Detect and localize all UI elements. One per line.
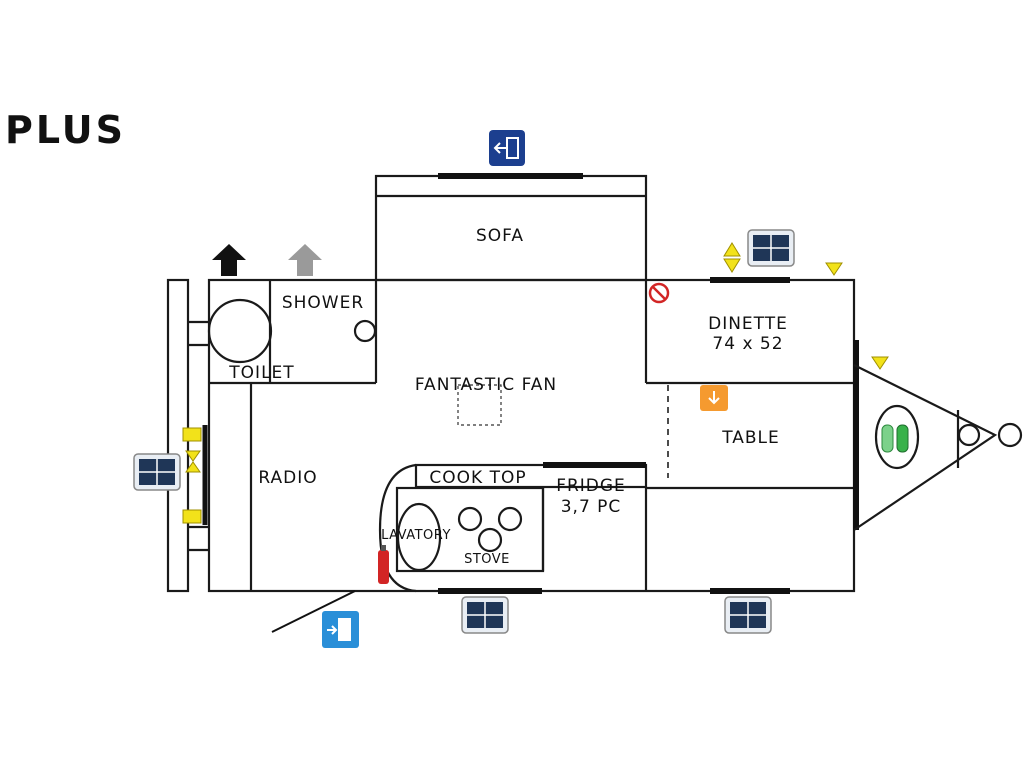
exit-door-icon-bottom (322, 611, 359, 648)
window-icon-bottom-center (461, 596, 509, 634)
lavatory-sink (396, 502, 442, 572)
light-icon (700, 385, 728, 411)
dinette-size-label: 74 x 52 (712, 334, 783, 354)
burner-2 (497, 506, 523, 532)
fridge-label: FRIDGE (556, 476, 626, 496)
window-icon-dinette (747, 229, 795, 267)
lavatory-door (378, 463, 417, 593)
bathroom-walls (207, 280, 378, 591)
fantastic-fan-label: FANTASTIC FAN (415, 375, 557, 395)
burner-1 (457, 506, 483, 532)
exit-door-icon-top (489, 130, 525, 166)
marker-icons (182, 242, 889, 524)
toilet-bowl (207, 298, 273, 364)
shower-label: SHOWER (282, 293, 364, 313)
table-label: TABLE (721, 428, 780, 448)
window-icon-bottom-right (724, 596, 772, 634)
radio-label: RADIO (258, 468, 317, 488)
gas-bottles-icon (881, 424, 909, 453)
extinguisher-icon (378, 545, 389, 584)
no-smoking-icon (648, 282, 670, 304)
burner-3 (477, 527, 503, 553)
stove-counter (395, 486, 545, 573)
tongue-hitch (853, 364, 1023, 531)
floorplan-title: PLUS (5, 108, 126, 152)
fridge-size-label: 3,7 PC (561, 497, 622, 517)
window-icon-left (133, 453, 181, 491)
sofa-label: SOFA (476, 226, 524, 246)
dinette-area (644, 277, 859, 591)
rear-bumper (166, 278, 209, 593)
cook-top-label: COOK TOP (429, 468, 526, 488)
vent-arrow-gray-icon (288, 244, 322, 276)
toilet-label: TOILET (228, 363, 294, 383)
fantastic-fan-outline (457, 384, 502, 426)
dinette-label: DINETTE (708, 314, 788, 334)
shower-drain (353, 319, 377, 343)
vent-arrow-black-icon (212, 244, 246, 276)
stove-label: STOVE (464, 552, 510, 567)
entry-step (271, 590, 356, 633)
kitchen-area (378, 462, 790, 594)
lavatory-label: LAVATORY (381, 528, 451, 543)
